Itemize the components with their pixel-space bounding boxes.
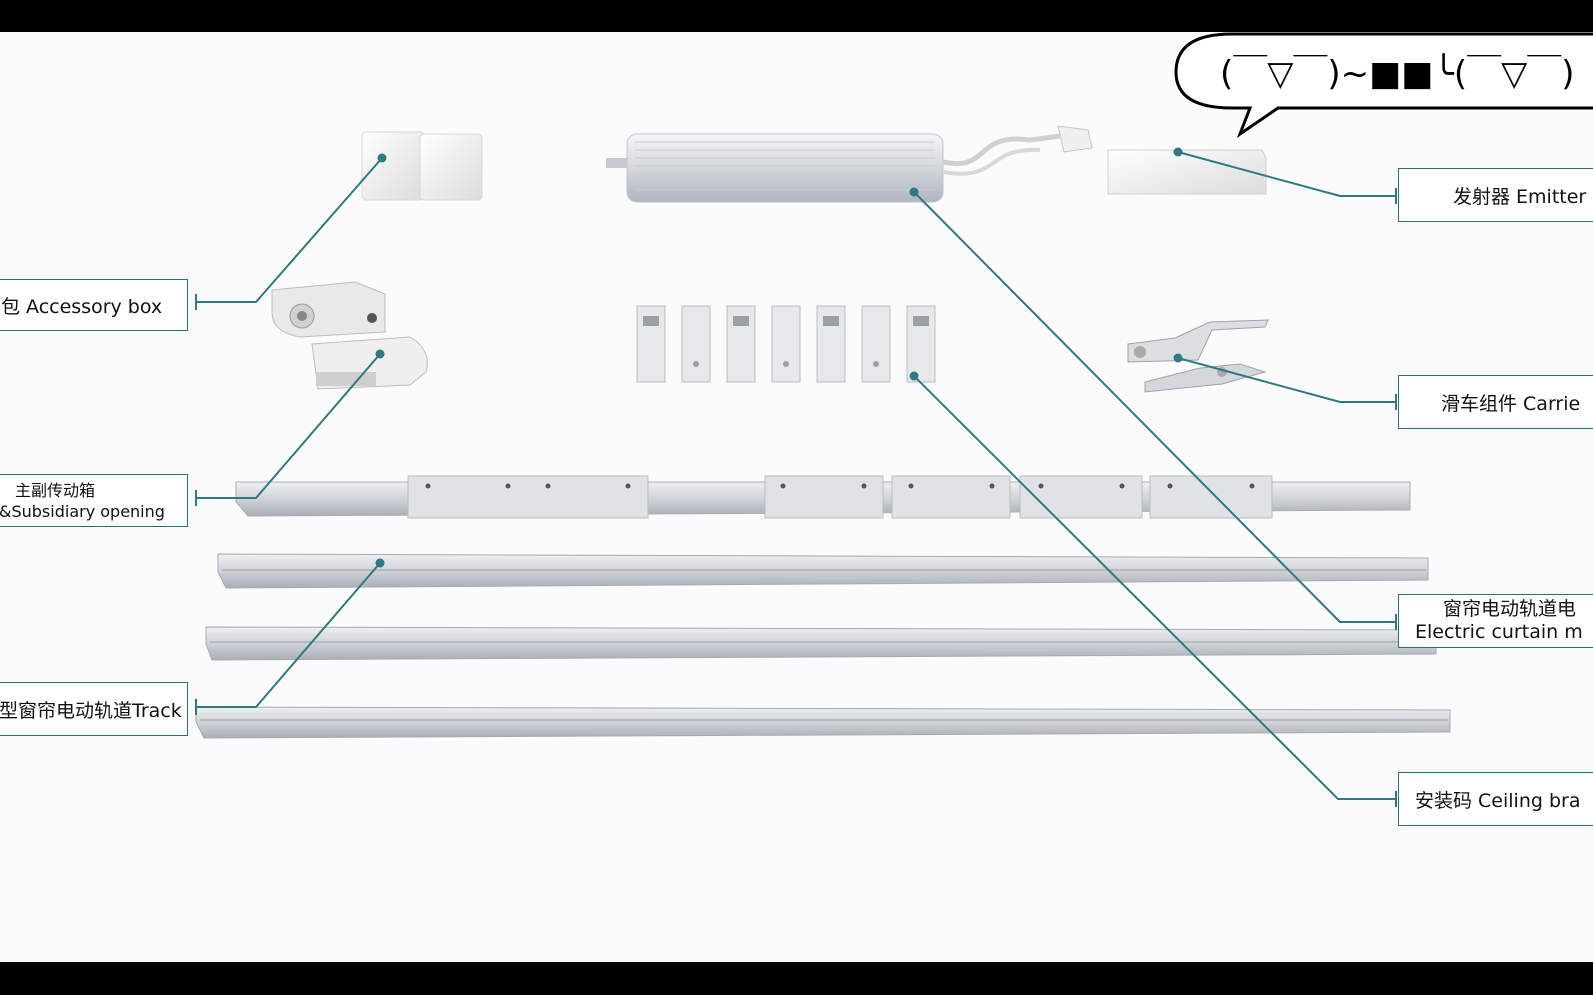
label-ceiling-bracket: 安装码 Ceiling bra [1398,772,1593,826]
label-carrier: 滑车组件 Carrie [1398,375,1593,429]
emitter-part [1107,149,1267,195]
label-ceiling-bracket-text: 安装码 Ceiling bra [1415,789,1581,812]
label-motor-en: Electric curtain m [1415,621,1583,643]
label-gearbox-cn: 主副传动箱 [15,480,96,500]
label-emitter-text: 发射器 Emitter [1453,185,1587,208]
label-accessory-box-text: 包 Accessory box [1,295,163,318]
label-motor: 窗帘电动轨道电 Electric curtain m [1398,594,1593,648]
accessory-box-part [361,131,483,201]
letterbox-top [0,0,1593,32]
label-track: 型窗帘电动轨道Track [0,682,188,736]
label-carrier-text: 滑车组件 Carrie [1441,392,1581,415]
leader-lines [195,151,1397,807]
label-accessory-box: 包 Accessory box [0,279,188,331]
rail-4 [195,706,1451,739]
exploded-diagram: (￣▽￣)~■■╰(￣▽￣) 包 Accessory box 主副传动箱 &Su… [0,32,1593,962]
speech-bubble-text: (￣▽￣)~■■╰(￣▽￣) [1220,54,1575,94]
label-track-text: 型窗帘电动轨道Track [0,699,182,722]
letterbox-bottom [0,962,1593,995]
label-gearbox-en: &Subsidiary opening [0,501,165,521]
ceiling-brackets-part [636,305,936,383]
diagram-svg [195,32,1593,807]
motor-part [606,125,1093,203]
rail-1 [235,475,1411,519]
label-gearbox: 主副传动箱 &Subsidiary opening [0,474,188,527]
carrier-part [1127,319,1269,393]
speech-bubble [1174,32,1593,138]
label-motor-cn: 窗帘电动轨道电 [1443,598,1577,620]
gearbox-part [271,281,428,390]
rail-2 [217,553,1429,589]
label-emitter: 发射器 Emitter [1398,168,1593,222]
rail-3 [205,626,1437,661]
leader-dots [375,147,1183,568]
